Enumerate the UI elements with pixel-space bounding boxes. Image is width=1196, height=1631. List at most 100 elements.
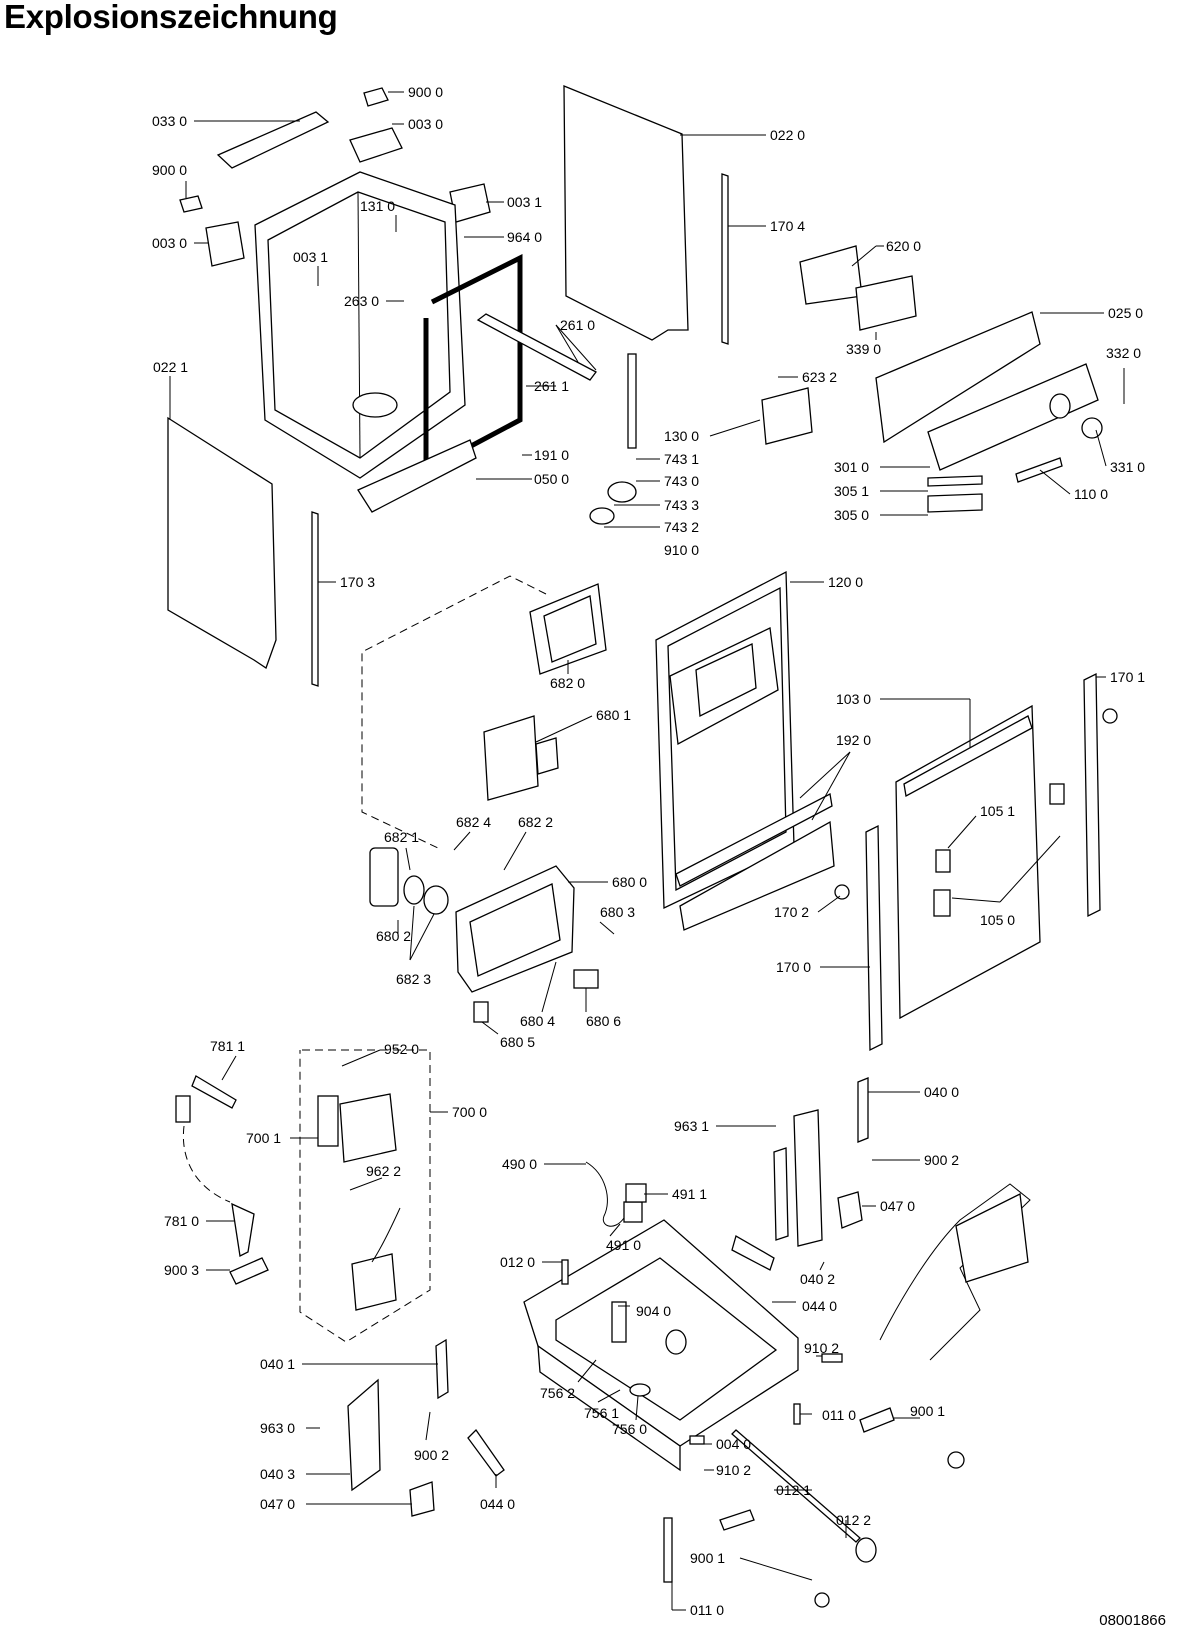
- hinge-part: [1049, 783, 1065, 805]
- electronic-module: [799, 245, 863, 305]
- callout-label: 900 2: [414, 1447, 449, 1463]
- trim-strip: [1015, 457, 1063, 483]
- callout-label: 012 2: [836, 1512, 871, 1528]
- callout-label: 963 1: [674, 1118, 709, 1134]
- callout-label: 900 0: [408, 84, 443, 100]
- callout-label: 900 1: [910, 1403, 945, 1419]
- door-rail: [675, 793, 833, 887]
- bracket-part: [179, 195, 203, 213]
- callout-label: 682 3: [396, 971, 431, 987]
- inner-door: [655, 570, 795, 910]
- dispenser-group-outline: [361, 575, 547, 849]
- callout-label: 305 1: [834, 483, 869, 499]
- dispenser-part: [573, 969, 599, 989]
- knob: [1081, 417, 1103, 439]
- control-panel-frame: [875, 311, 1041, 444]
- leader-lines: [169, 91, 1125, 1611]
- plug-part: [625, 1183, 647, 1203]
- callout-label: 191 0: [534, 447, 569, 463]
- callout-label: 003 1: [293, 249, 328, 265]
- callout-label: 490 0: [502, 1156, 537, 1172]
- spray-arm: [476, 313, 597, 381]
- dispenser-lid: [369, 847, 399, 907]
- callout-label: 301 0: [834, 459, 869, 475]
- dispenser-ring: [423, 885, 449, 915]
- callout-label: 781 0: [164, 1213, 199, 1229]
- valve-group-outline: [299, 1049, 431, 1343]
- drain-hose-path: [182, 1125, 231, 1203]
- callout-label: 491 0: [606, 1237, 641, 1253]
- callout-label: 012 0: [500, 1254, 535, 1270]
- callout-label: 680 1: [596, 707, 631, 723]
- callout-label: 044 0: [480, 1496, 515, 1512]
- callout-label: 962 2: [366, 1163, 401, 1179]
- callout-label: 022 1: [153, 359, 188, 375]
- screw: [821, 1353, 843, 1363]
- page-title: Explosionszeichnung: [4, 0, 338, 35]
- callout-label: 105 1: [980, 803, 1015, 819]
- cable-strip: [467, 1428, 505, 1477]
- base-frame: [523, 1219, 799, 1472]
- screw-cap: [814, 1592, 830, 1608]
- callout-label: 700 0: [452, 1104, 487, 1120]
- callout-label: 682 2: [518, 814, 553, 830]
- callout-label: 963 0: [260, 1420, 295, 1436]
- trim-rod: [731, 1429, 861, 1543]
- mounting-bracket: [857, 1077, 869, 1143]
- callout-label: 680 0: [612, 874, 647, 890]
- callout-label: 700 1: [246, 1130, 281, 1146]
- wiring-harness: [879, 1183, 1031, 1361]
- hose-part: [231, 1202, 255, 1257]
- hose-part: [191, 1075, 237, 1109]
- callout-label: 170 1: [1110, 669, 1145, 685]
- end-cap: [855, 1537, 877, 1563]
- callout-label: 263 0: [344, 293, 379, 309]
- hinge-part: [933, 889, 951, 917]
- callout-label: 910 2: [804, 1340, 839, 1356]
- callout-label: 044 0: [802, 1298, 837, 1314]
- callout-label: 170 2: [774, 904, 809, 920]
- cable: [585, 1161, 625, 1227]
- sensor-part: [837, 1191, 863, 1229]
- mounting-bracket: [773, 1147, 789, 1241]
- callout-label: 105 0: [980, 912, 1015, 928]
- callout-label: 047 0: [260, 1496, 295, 1512]
- callout-label: 680 3: [600, 904, 635, 920]
- callout-label: 040 3: [260, 1466, 295, 1482]
- door-side-strip: [1083, 672, 1101, 918]
- callout-label: 011 0: [690, 1602, 724, 1618]
- detergent-dispenser: [455, 865, 575, 993]
- callout-label: 131 0: [360, 198, 395, 214]
- callout-label: 305 0: [834, 507, 869, 523]
- valve-hose: [371, 1207, 401, 1263]
- door-buffer: [834, 884, 850, 900]
- door-side-strip: [865, 824, 883, 1052]
- insulation-strip: [927, 475, 983, 487]
- callout-label: 680 6: [586, 1013, 621, 1029]
- pressure-switch: [623, 1201, 643, 1223]
- callout-label: 047 0: [880, 1198, 915, 1214]
- callout-label: 170 0: [776, 959, 811, 975]
- door-buffer: [1102, 708, 1118, 724]
- callout-labels: 900 0 033 0 003 0 900 0 003 1 003 0 131 …: [152, 84, 1145, 1618]
- mounting-bracket: [435, 1338, 449, 1400]
- screw: [663, 1517, 673, 1583]
- callout-label: 743 1: [664, 451, 699, 467]
- callout-label: 025 0: [1108, 305, 1143, 321]
- callout-label: 331 0: [1110, 459, 1145, 475]
- callout-label: 900 1: [690, 1550, 725, 1566]
- callout-label: 756 2: [540, 1385, 575, 1401]
- callout-label: 120 0: [828, 574, 863, 590]
- top-cover-strip: [216, 111, 330, 169]
- callout-label: 900 0: [152, 162, 187, 178]
- callout-label: 682 1: [384, 829, 419, 845]
- callout-label: 110 0: [1074, 486, 1108, 502]
- callout-label: 040 1: [260, 1356, 295, 1372]
- foot-bracket: [859, 1407, 895, 1433]
- callout-label: 003 0: [152, 235, 187, 251]
- seal-strip: [721, 173, 729, 345]
- door-seal: [423, 253, 523, 475]
- ring-seal: [589, 507, 615, 525]
- hinge-part: [935, 849, 951, 873]
